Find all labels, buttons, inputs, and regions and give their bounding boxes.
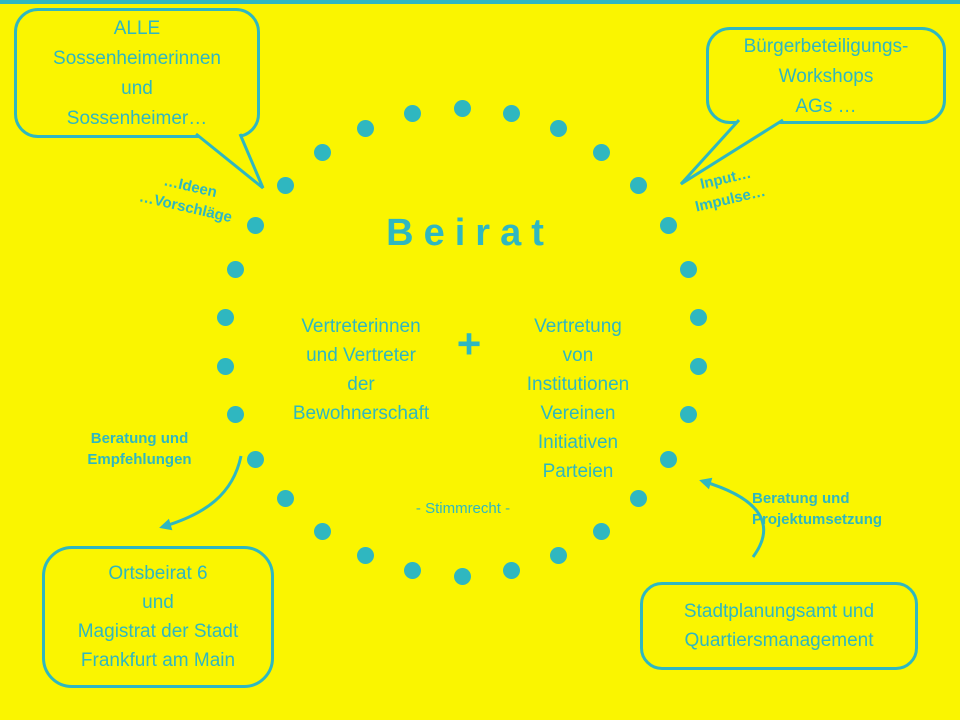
circle-dot [659,216,677,234]
circle-dot [550,547,568,565]
advice-implementation-label: Beratung und Projektumsetzung [752,490,883,528]
advice-recommendations-label: Beratung und Empfehlungen [87,430,192,468]
circle-dot [404,104,422,122]
circle-dot [356,119,374,137]
residents-representatives-text: Vertreterinnen und Vertreter der Bewohne… [292,316,430,424]
ideas-suggestions-label: …Ideen …Vorschläge [137,172,234,227]
circle-dot [453,567,471,585]
circle-dot [247,450,265,468]
bottom-divider [0,0,960,4]
circle-dot [502,104,520,122]
circle-dot [679,405,697,423]
circle-dot [227,405,245,423]
input-impulses-label: Input… Impulse… [693,164,768,216]
circle-dot [550,119,568,137]
voting-rights-note: - Stimmrecht - [415,500,511,517]
circle-dot [679,261,697,279]
circle-dot [453,99,471,117]
circle-dot [404,562,422,580]
plus-sign: + [456,320,482,367]
circle-dot [593,522,611,540]
circle-dot [659,450,677,468]
circle-dot [216,309,234,327]
circle-dot [216,357,234,375]
circle-dot [502,562,520,580]
circle-dot [247,216,265,234]
circle-dot [593,144,611,162]
circle-dot [690,357,708,375]
circle-dot [630,176,648,194]
institutions-representation-text: Vertretung von Institutionen Vereinen In… [526,316,630,482]
circle-dot [690,309,708,327]
circle-dot [276,176,294,194]
beirat-title: Beirat [386,212,554,254]
circle-dot [356,547,374,565]
speech-bubble-workshops: Bürgerbeteiligungs- Workshops AGs … [706,27,946,124]
circle-dot [313,522,331,540]
speech-bubble-citizens: ALLE Sossenheimerinnen und Sossenheimer… [14,8,260,138]
ortsbeirat-magistrat-box: Ortsbeirat 6 und Magistrat der Stadt Fra… [42,546,274,688]
circle-dot [313,144,331,162]
circle-dot [276,490,294,508]
circle-dot [630,490,648,508]
circle-dot [227,261,245,279]
stadtplanungsamt-box: Stadtplanungsamt und Quartiersmanagement [640,582,918,670]
